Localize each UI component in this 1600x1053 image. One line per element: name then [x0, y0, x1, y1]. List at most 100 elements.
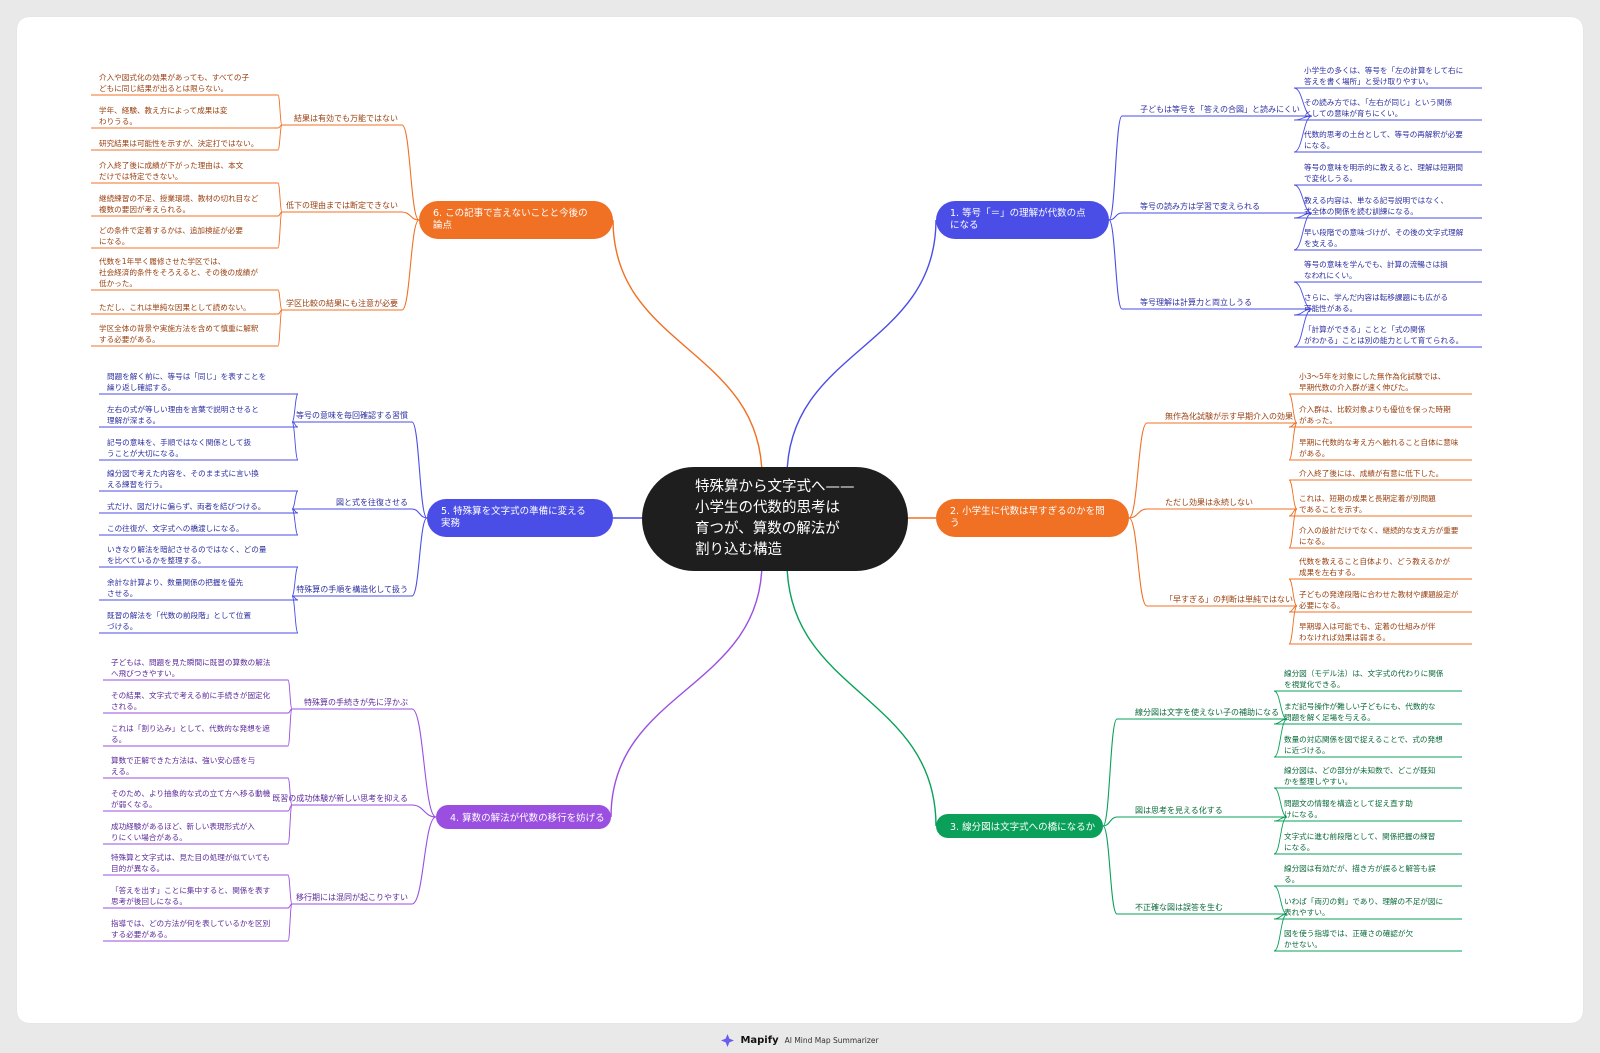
- connector: [277, 182, 283, 213]
- leaf-text-line: 「答えを出す」ことに集中すると、関係を表す: [111, 885, 271, 895]
- leaf-text: 等号の意味を学んでも、計算の流暢さは損なわれにくい。: [1304, 259, 1448, 280]
- connector: [287, 708, 293, 747]
- leaf-text-line: える。: [111, 767, 134, 776]
- leaf-text-line: る。: [111, 735, 126, 744]
- connector: [291, 566, 299, 597]
- leaf-text: 成功経験があるほど、新しい表現形式が入りにくい場合がある。: [111, 821, 255, 842]
- connector: [411, 508, 428, 519]
- leaf-text-line: 介入終了後に成績が下がった理由は、本文: [99, 160, 244, 170]
- connector: [1293, 115, 1313, 153]
- leaf-text: 線分図で考えた内容を、そのまま式に言い換える練習を行う。: [107, 468, 259, 489]
- center-node[interactable]: [642, 467, 908, 571]
- leaf-text-line: する必要がある。: [99, 334, 160, 344]
- footer-brand: Mapify: [740, 1034, 779, 1046]
- branch-node-1[interactable]: [936, 201, 1109, 239]
- leaf-text-line: 成果を左右する。: [1299, 567, 1360, 577]
- connector: [1273, 913, 1288, 952]
- leaf-text-line: 数量の対応関係を図で捉えることで、式の発想: [1284, 734, 1443, 744]
- leaf-text-line: いきなり解法を暗記させるのではなく、どの量: [107, 544, 267, 554]
- connector: [277, 289, 283, 311]
- connector: [291, 490, 299, 510]
- leaf-text-line: 文字式に進む前段階として、関係把握の練習: [1284, 831, 1435, 841]
- center-title-line: 育つが、算数の解法が: [695, 520, 840, 537]
- sub-topic-line: 無作為化試験が示す早期介入の効果: [1165, 411, 1293, 421]
- leaf-text-line: 算数で正解できた方法は、強い安心感を与: [111, 755, 255, 765]
- sub-topic: 不正確な図は誤答を生む: [1135, 902, 1223, 912]
- sub-topic-line: 子どもは等号を「答えの合図」と読みにくい: [1140, 104, 1300, 114]
- branch-label-5-line: 5. 特殊算を文字式の準備に変える: [441, 505, 586, 517]
- connector: [1293, 87, 1313, 117]
- sub-topic-line: 既習の成功体験が新しい思考を抑える: [272, 793, 408, 803]
- branch-node-5[interactable]: [427, 499, 613, 537]
- connector: [1288, 393, 1298, 424]
- sub-topic: 図と式を往復させる: [336, 497, 408, 507]
- leaf-text-line: 等号の意味を学んでも、計算の流暢さは損: [1304, 259, 1448, 269]
- leaf-text-line: 小学生の多くは、等号を「左の計算をして右に: [1304, 65, 1463, 75]
- connector: [1273, 690, 1288, 720]
- sub-topic-line: 不正確な図は誤答を生む: [1135, 902, 1223, 912]
- connector: [287, 679, 293, 710]
- sub-topic-line: 等号の読み方は学習で変えられる: [1140, 201, 1260, 211]
- connector: [1128, 422, 1148, 519]
- leaf-text-line: 既習の解法を「代数の前段階」として位置: [107, 610, 251, 620]
- sub-topic: 既習の成功体験が新しい思考を抑える: [272, 793, 408, 803]
- branch-label-4-line: 4. 算数の解法が代数の移行を妨げる: [450, 812, 605, 824]
- center-title-line: 小学生の代数的思考は: [695, 499, 840, 516]
- connector: [1108, 115, 1123, 221]
- leaf-text-line: を視覚化できる。: [1284, 679, 1345, 689]
- leaf-text-line: を支える。: [1304, 238, 1342, 248]
- leaf-text-line: に近づける。: [1284, 745, 1330, 755]
- leaf-text: さらに、学んだ内容は転移課題にも広がる可能性がある。: [1304, 292, 1448, 313]
- leaf-text-line: する必要がある。: [111, 929, 172, 939]
- leaf-text-line: その結果、文字式で考える前に手続きが固定化: [111, 690, 271, 700]
- leaf-text-line: かせない。: [1284, 940, 1322, 949]
- leaf-text-line: 「計算ができる」ことと「式の関係: [1304, 324, 1426, 334]
- leaf-text: 学年、経験、教え方によって成果は変わりうる。: [99, 105, 228, 126]
- leaf-text: 等号の意味を明示的に教えると、理解は短期間で変化しうる。: [1304, 162, 1463, 183]
- sub-topic: 無作為化試験が示す早期介入の効果: [1165, 411, 1293, 421]
- connector: [1128, 508, 1148, 519]
- leaf-text: 指導では、どの方法が何を表しているかを区別する必要がある。: [111, 918, 270, 939]
- leaf-text-line: 教える内容は、単なる記号説明ではなく、: [1304, 195, 1448, 205]
- branch-label-1: 1. 等号「＝」の理解が代数の点になる: [950, 207, 1086, 231]
- branch-node-2[interactable]: [936, 499, 1129, 537]
- leaf-text-line: 早期導入は可能でも、定着の仕組みが伴: [1299, 621, 1436, 631]
- leaf-text-line: 小3〜5年を対象にした無作為化試験では、: [1299, 371, 1445, 381]
- leaf-text-line: そのため、より抽象的な式の立て方へ移る動機: [111, 788, 271, 798]
- branch-node-3[interactable]: [936, 814, 1103, 838]
- branch-node-4[interactable]: [436, 805, 611, 829]
- leaf-text-line: 式だけ、図だけに偏らず、両者を結びつける。: [107, 501, 265, 511]
- connector: [411, 816, 437, 905]
- connector: [1102, 825, 1118, 915]
- leaf-text-line: 複数の要因が考えられる。: [99, 204, 190, 214]
- leaf-text-line: になる。: [1284, 843, 1314, 852]
- leaf-text-line: 介入終了後には、成績が有意に低下した。: [1299, 468, 1443, 478]
- leaf-text: 早期に代数的な考え方へ触れること自体に意味がある。: [1299, 437, 1459, 458]
- leaf-text-line: 問題文の情報を構造として捉え直す助: [1284, 798, 1413, 808]
- leaf-text: この往復が、文字式への橋渡しになる。: [107, 523, 244, 533]
- leaf-text-line: 線分図で考えた内容を、そのまま式に言い換: [107, 468, 259, 478]
- sub-topic: 特殊算の手順を構造化して扱う: [296, 584, 408, 594]
- branch-connector: [612, 219, 763, 478]
- leaf-text-line: この往復が、文字式への橋渡しになる。: [107, 523, 244, 533]
- branch-label-5: 5. 特殊算を文字式の準備に変える実務: [441, 505, 586, 529]
- leaf-text-line: で変化しうる。: [1304, 173, 1357, 183]
- leaf-text-line: 代数を1年早く履修させた学区では、: [99, 256, 225, 266]
- leaf-text-line: 特殊算と文字式は、見た目の処理が似ていても: [111, 852, 270, 862]
- sub-topic-line: 特殊算の手順を構造化して扱う: [296, 584, 408, 594]
- leaf-text: 子どもの発達段階に合わせた教材や課題設定が必要になる。: [1299, 589, 1459, 610]
- connector: [1128, 517, 1148, 607]
- connector: [1293, 184, 1313, 214]
- leaf-text: 継続練習の不足、授業環境、教材の切れ目など複数の要因が考えられる。: [99, 193, 259, 214]
- leaf-text-line: 問題を解く足場を与える。: [1284, 712, 1375, 722]
- sub-topic-line: 図と式を往復させる: [336, 497, 408, 507]
- leaf-text-line: 子どもは、問題を見た瞬間に既習の算数の解法: [111, 657, 271, 667]
- branch-node-6[interactable]: [419, 201, 613, 239]
- sub-topic-line: 等号理解は計算力と両立しうる: [1140, 297, 1252, 307]
- connector: [1288, 422, 1298, 461]
- leaf-text-line: であることを示す。: [1299, 505, 1367, 514]
- leaf-text: 既習の解法を「代数の前段階」として位置づける。: [107, 610, 251, 631]
- leaf-text: 早期導入は可能でも、定着の仕組みが伴わなければ効果は弱まる。: [1299, 621, 1436, 642]
- leaf-text: 特殊算と文字式は、見た目の処理が似ていても目的が異なる。: [111, 852, 270, 873]
- leaf-text-line: だけでは特定できない。: [99, 171, 183, 181]
